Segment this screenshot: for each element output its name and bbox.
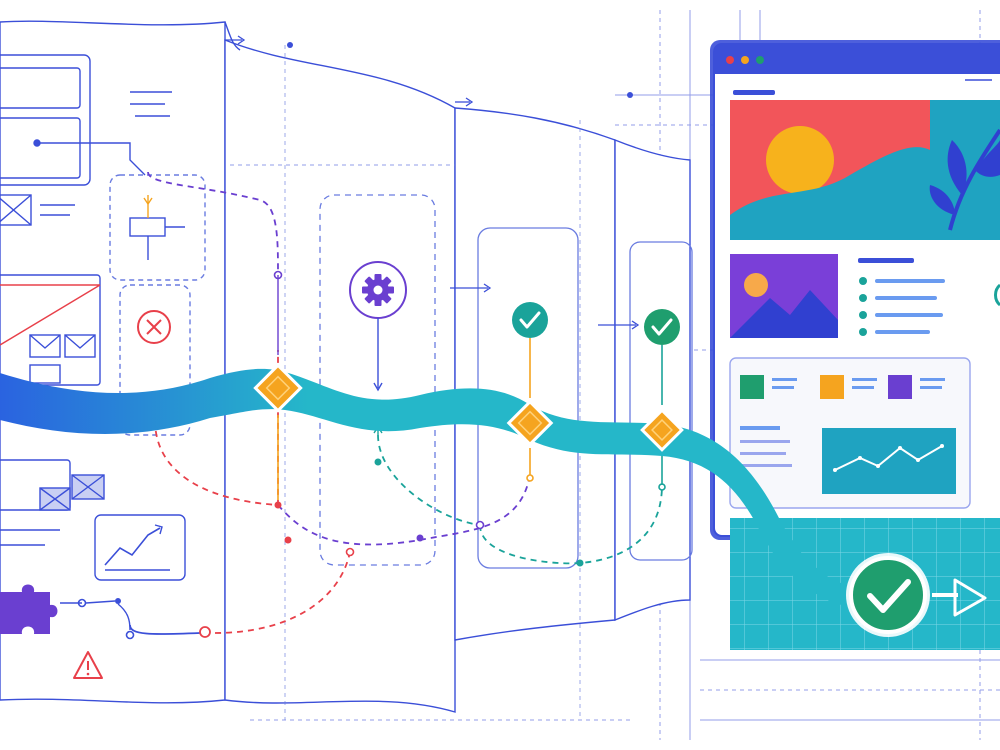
milestone-diamond — [640, 408, 684, 452]
close-icon — [137, 310, 171, 344]
wireframe-panel-middle — [224, 21, 691, 713]
wireframe-panel-left — [0, 20, 226, 704]
color-swatches — [740, 375, 945, 467]
check-icon — [512, 302, 548, 338]
milestone-diamond — [506, 399, 554, 447]
gear-icon — [349, 261, 407, 319]
arrow-right-icon — [932, 578, 987, 617]
text-list — [858, 258, 1000, 336]
connector-dots — [77, 42, 666, 640]
warning-icon — [73, 651, 103, 679]
check-icon — [846, 553, 930, 637]
puzzle-connector — [60, 600, 131, 631]
hero-image — [730, 100, 1000, 240]
image-thumbnail — [730, 254, 838, 338]
dashboard-window — [710, 40, 1000, 540]
line-chart-card — [822, 428, 956, 494]
milestone-diamond — [253, 363, 303, 413]
check-icon — [644, 309, 680, 345]
puzzle-piece-icon — [0, 584, 58, 634]
